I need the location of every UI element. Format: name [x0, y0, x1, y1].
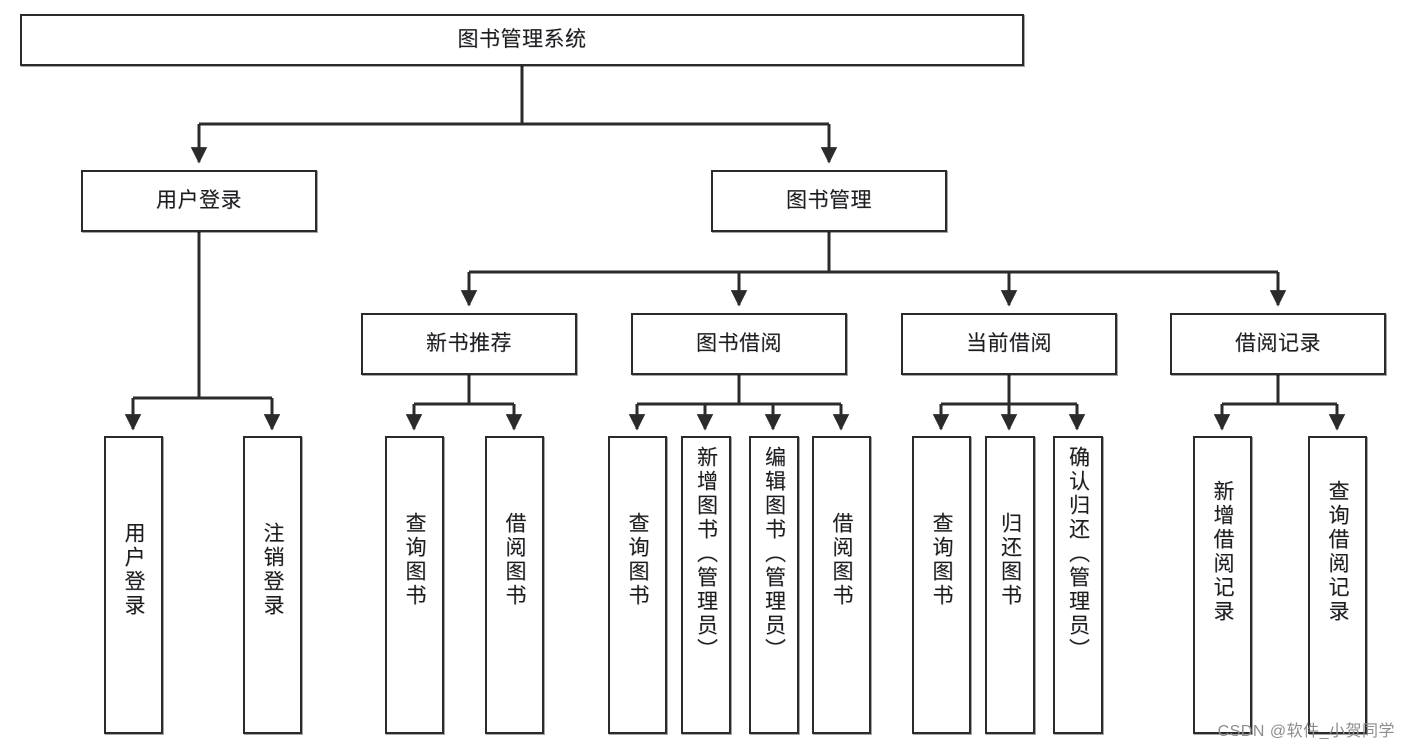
node-user-login[interactable]: 用户登录 — [81, 170, 317, 232]
node-leaf-query-book-1[interactable]: 查询图书 — [385, 436, 444, 734]
node-leaf-edit-book-label: 编辑图书（管理员） — [762, 446, 786, 662]
node-root-label: 图书管理系统 — [457, 27, 587, 51]
node-book-borrow-label: 图书借阅 — [696, 331, 782, 355]
node-leaf-query-book-3[interactable]: 查询图书 — [912, 436, 971, 734]
node-leaf-confirm-return[interactable]: 确认归还（管理员） — [1053, 436, 1103, 734]
node-leaf-logout-label: 注销登录 — [261, 522, 284, 618]
node-new-book-recommend-label: 新书推荐 — [426, 331, 512, 355]
node-leaf-edit-book[interactable]: 编辑图书（管理员） — [749, 436, 799, 734]
node-book-manage[interactable]: 图书管理 — [711, 170, 947, 232]
node-leaf-query-record[interactable]: 查询借阅记录 — [1308, 436, 1367, 734]
node-leaf-query-book-3-label: 查询图书 — [930, 512, 953, 608]
node-leaf-user-login-label: 用户登录 — [122, 522, 145, 618]
node-leaf-query-record-label: 查询借阅记录 — [1326, 480, 1349, 624]
node-leaf-add-record[interactable]: 新增借阅记录 — [1193, 436, 1252, 734]
node-leaf-return-book-label: 归还图书 — [998, 512, 1022, 608]
node-borrow-record[interactable]: 借阅记录 — [1170, 313, 1386, 375]
node-leaf-add-book-label: 新增图书（管理员） — [694, 446, 718, 662]
node-leaf-return-book[interactable]: 归还图书 — [985, 436, 1035, 734]
node-leaf-borrow-book-1-label: 借阅图书 — [503, 512, 526, 608]
node-new-book-recommend[interactable]: 新书推荐 — [361, 313, 577, 375]
node-user-login-label: 用户登录 — [156, 188, 242, 212]
node-book-borrow[interactable]: 图书借阅 — [631, 313, 847, 375]
node-leaf-query-book-2[interactable]: 查询图书 — [608, 436, 667, 734]
node-leaf-user-login[interactable]: 用户登录 — [104, 436, 163, 734]
node-leaf-query-book-2-label: 查询图书 — [626, 512, 649, 608]
node-leaf-confirm-return-label: 确认归还（管理员） — [1066, 446, 1090, 662]
node-borrow-record-label: 借阅记录 — [1235, 331, 1321, 355]
node-leaf-borrow-book-2[interactable]: 借阅图书 — [812, 436, 871, 734]
node-leaf-add-record-label: 新增借阅记录 — [1211, 480, 1234, 624]
node-leaf-query-book-1-label: 查询图书 — [403, 512, 426, 608]
node-leaf-logout[interactable]: 注销登录 — [243, 436, 302, 734]
node-leaf-add-book[interactable]: 新增图书（管理员） — [681, 436, 731, 734]
node-root[interactable]: 图书管理系统 — [20, 14, 1024, 66]
node-book-manage-label: 图书管理 — [786, 188, 872, 212]
node-current-borrow[interactable]: 当前借阅 — [901, 313, 1117, 375]
node-leaf-borrow-book-1[interactable]: 借阅图书 — [485, 436, 544, 734]
node-leaf-borrow-book-2-label: 借阅图书 — [830, 512, 853, 608]
node-current-borrow-label: 当前借阅 — [966, 331, 1052, 355]
csdn-watermark: CSDN @软件_小贺同学 — [1217, 723, 1395, 740]
